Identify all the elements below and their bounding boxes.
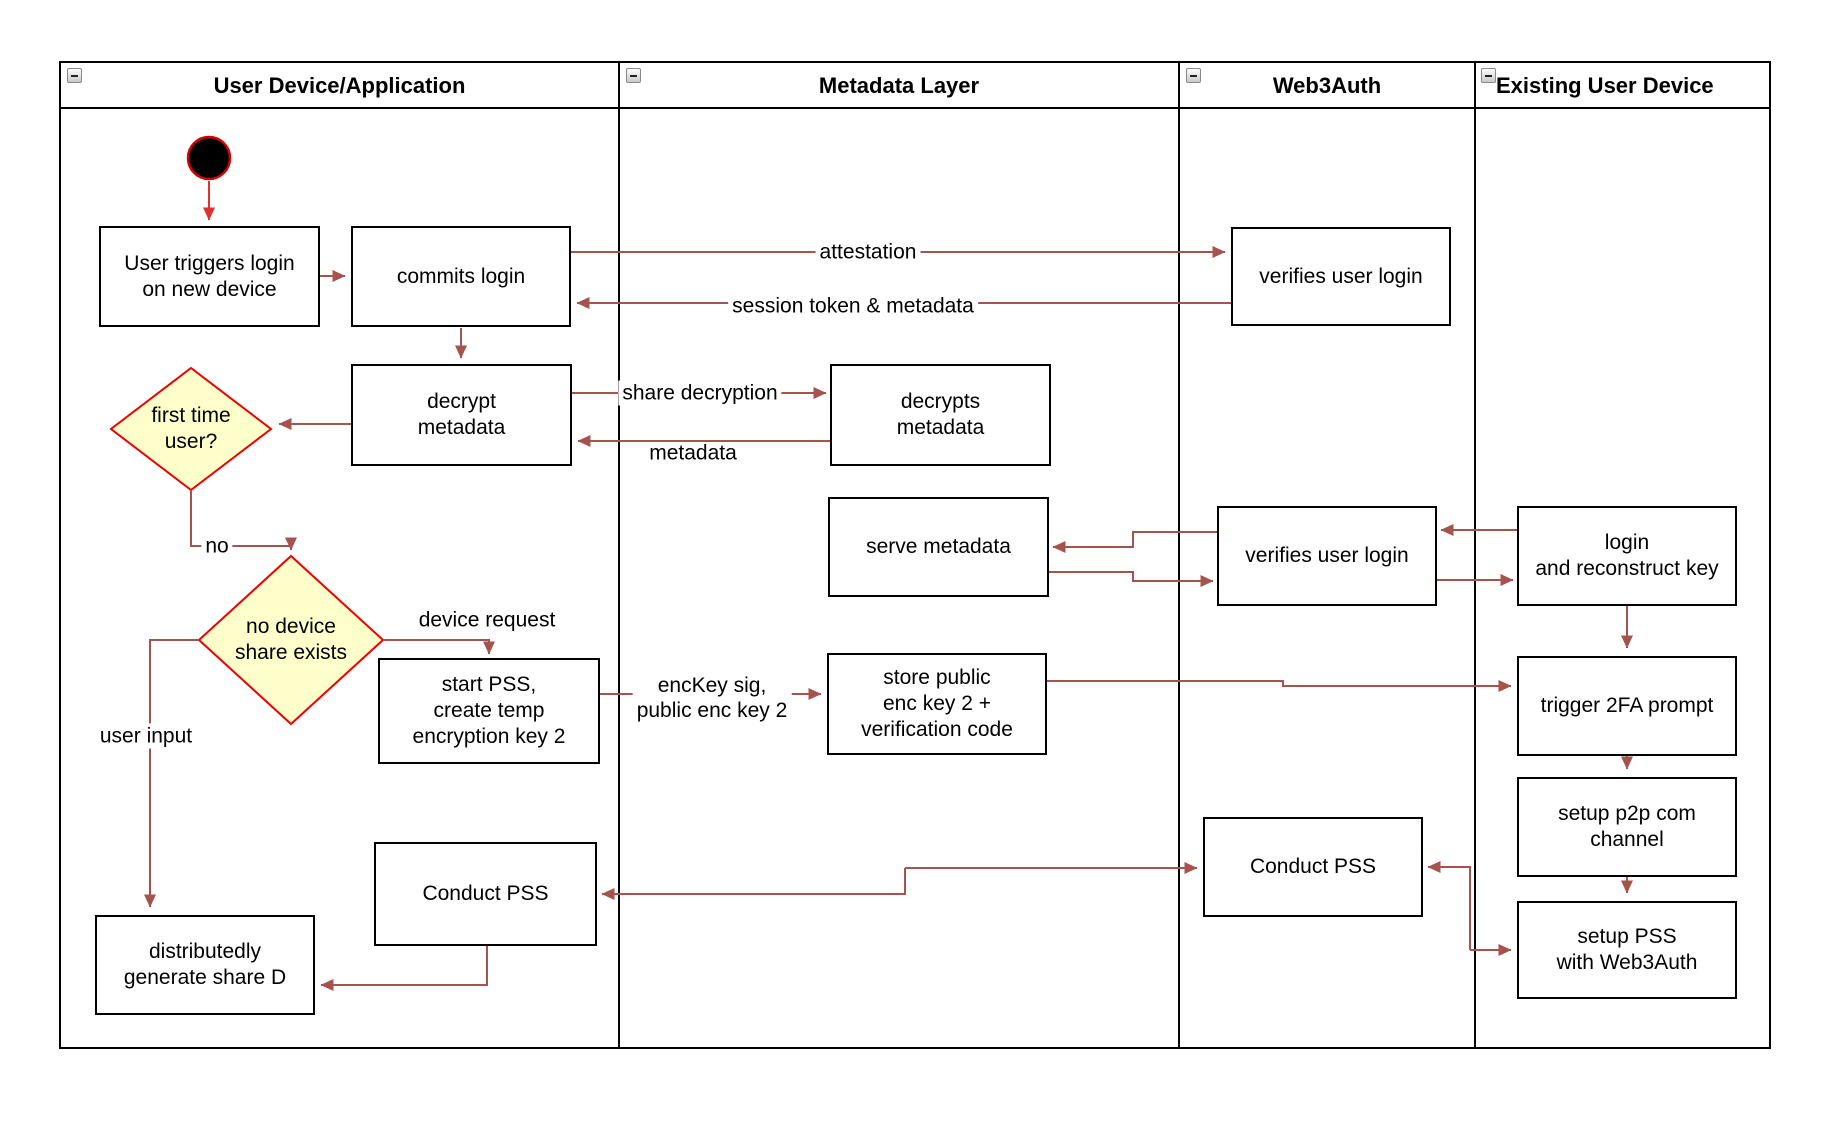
edge-store-to-2fa bbox=[1047, 680, 1512, 692]
edge-conduct-to-distributedly bbox=[320, 946, 488, 991]
edge-label-no: no bbox=[201, 533, 233, 559]
swimlane-pool bbox=[59, 61, 1771, 1049]
collapse-icon-existing-device[interactable] bbox=[1481, 68, 1496, 83]
node-distributedly-generate[interactable]: distributedly generate share D bbox=[95, 915, 315, 1015]
lane-title-web3auth: Web3Auth bbox=[1272, 73, 1382, 98]
node-store-public-key[interactable]: store public enc key 2 + verification co… bbox=[827, 653, 1047, 755]
edge-device-request bbox=[383, 639, 495, 655]
node-serve-metadata[interactable]: serve metadata bbox=[828, 497, 1049, 597]
pool-border bbox=[59, 61, 1771, 1049]
decision-no-device-share[interactable] bbox=[197, 554, 385, 726]
lane-title-user-device: User Device/Application bbox=[213, 73, 466, 98]
edge-label-attestation: attestation bbox=[815, 239, 921, 265]
lane-title-existing-device: Existing User Device bbox=[1496, 73, 1714, 98]
edge-label-user-input: user input bbox=[95, 723, 197, 749]
decision-first-time-user[interactable] bbox=[109, 366, 273, 492]
edge-label-metadata: metadata bbox=[649, 441, 737, 465]
node-user-triggers-login[interactable]: User triggers login on new device bbox=[99, 226, 320, 327]
node-verifies-user-login-2[interactable]: verifies user login bbox=[1217, 506, 1437, 606]
node-setup-p2p[interactable]: setup p2p com channel bbox=[1517, 777, 1737, 877]
edge-verifies2-to-serve bbox=[1052, 531, 1217, 553]
collapse-icon-metadata-layer[interactable] bbox=[626, 68, 641, 83]
node-commits-login[interactable]: commits login bbox=[351, 226, 571, 327]
collapse-icon-user-device[interactable] bbox=[67, 68, 82, 83]
node-login-reconstruct-key[interactable]: login and reconstruct key bbox=[1517, 506, 1737, 606]
lane-title-metadata-layer: Metadata Layer bbox=[818, 73, 980, 98]
node-start-pss[interactable]: start PSS, create temp encryption key 2 bbox=[378, 658, 600, 764]
node-verifies-user-login-1[interactable]: verifies user login bbox=[1231, 227, 1451, 326]
node-conduct-pss-right[interactable]: Conduct PSS bbox=[1203, 817, 1423, 917]
node-decrypts-metadata[interactable]: decrypts metadata bbox=[830, 364, 1051, 466]
node-trigger-2fa[interactable]: trigger 2FA prompt bbox=[1517, 656, 1737, 756]
edge-label-share-decryption: share decryption bbox=[618, 380, 782, 406]
edge-label-device-request: device request bbox=[418, 608, 556, 632]
edge-user-input bbox=[144, 639, 199, 908]
edge-label-session-token: session token & metadata bbox=[728, 293, 978, 319]
node-setup-pss-web3auth[interactable]: setup PSS with Web3Auth bbox=[1517, 901, 1737, 999]
edge-elbow-to-conduct-right bbox=[1427, 861, 1471, 950]
edge-label-enckey: encKey sig, public enc key 2 bbox=[632, 673, 792, 723]
edge-no-path bbox=[190, 490, 297, 551]
edge-conduct-long-left bbox=[601, 868, 906, 900]
start-node[interactable] bbox=[186, 135, 232, 181]
node-conduct-pss-left[interactable]: Conduct PSS bbox=[374, 842, 597, 946]
collapse-icon-web3auth[interactable] bbox=[1186, 68, 1201, 83]
edge-serve-to-verifies2 bbox=[1049, 571, 1214, 587]
node-decrypt-metadata[interactable]: decrypt metadata bbox=[351, 364, 572, 466]
